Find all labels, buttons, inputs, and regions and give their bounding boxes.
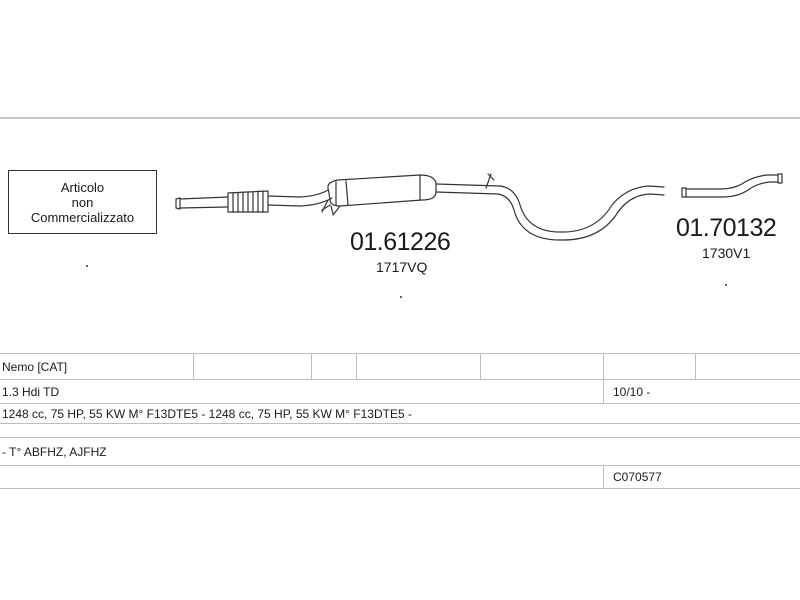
spec-cell: 1248 cc, 75 HP, 55 KW M° F13DTE5 - 1248 …	[2, 406, 412, 421]
model-cell: Nemo [CAT]	[2, 359, 68, 374]
table-row: 1248 cc, 75 HP, 55 KW M° F13DTE5 - 1248 …	[0, 403, 800, 423]
front-pipe	[175, 189, 333, 213]
hanger-pin-1	[321, 199, 334, 215]
table-row: Nemo [CAT]	[0, 353, 800, 379]
not-sold-note: Articolo non Commercializzato	[8, 170, 157, 234]
middle-silencer	[321, 174, 437, 216]
note-line-1: Articolo	[60, 179, 105, 195]
part-ref-1: 1717VQ	[376, 259, 428, 275]
note-line-2: non	[71, 194, 94, 210]
marker-dot	[86, 265, 88, 267]
intermediate-pipe	[435, 183, 665, 241]
exhaust-diagram	[175, 173, 783, 241]
types-cell: - T° ABFHZ, AJFHZ	[2, 444, 107, 459]
top-divider	[0, 117, 800, 119]
table-row	[0, 423, 800, 437]
marker-dot	[400, 296, 402, 298]
date-cell: 10/10 -	[613, 384, 651, 399]
part-ref-2: 1730V1	[702, 245, 751, 261]
rear-pipe	[681, 173, 783, 198]
catalog-code-cell: C070577	[613, 470, 662, 484]
marker-dot	[725, 284, 727, 286]
application-table: Nemo [CAT] 1.3 Hdi TD 10/10 - 1248 cc, 7…	[0, 353, 800, 489]
part-code-2: 01.70132	[676, 214, 777, 242]
note-line-3: Commercializzato	[30, 209, 135, 225]
part-code-1: 01.61226	[350, 228, 451, 256]
table-row: 1.3 Hdi TD 10/10 -	[0, 379, 800, 403]
table-row: - T° ABFHZ, AJFHZ	[0, 437, 800, 465]
engine-cell: 1.3 Hdi TD	[2, 384, 60, 399]
table-row: C070577	[0, 465, 800, 489]
